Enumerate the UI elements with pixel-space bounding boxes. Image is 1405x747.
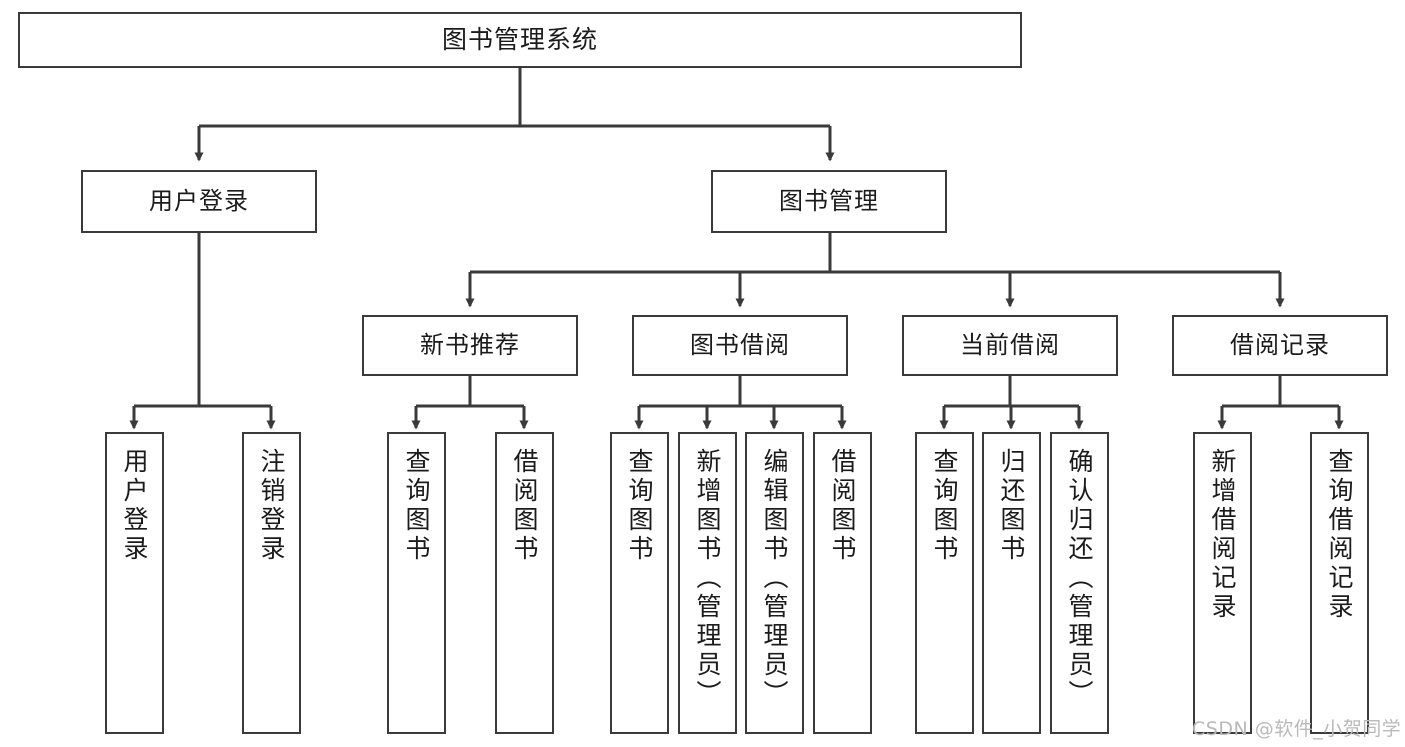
node-new-book-recommend[interactable]: 新书推荐 [362, 315, 578, 376]
leaf-confirm-return-admin[interactable]: 确认归还（管理员） [1050, 432, 1109, 734]
node-label: 查询图书 [625, 448, 654, 564]
node-label: 借阅图书 [828, 448, 857, 564]
node-label: 查询图书 [930, 448, 959, 564]
node-root-book-management-system[interactable]: 图书管理系统 [18, 12, 1022, 68]
node-label: 查询借阅记录 [1325, 448, 1354, 622]
leaf-borrow-book-recommend[interactable]: 借阅图书 [495, 432, 554, 734]
leaf-edit-book-admin[interactable]: 编辑图书（管理员） [745, 432, 804, 734]
node-label: 确认归还（管理员） [1065, 448, 1094, 709]
node-label: 新增借阅记录 [1208, 448, 1237, 622]
node-label: 图书管理 [779, 186, 879, 215]
leaf-add-book-admin[interactable]: 新增图书（管理员） [678, 432, 737, 734]
node-label: 借阅记录 [1230, 330, 1330, 359]
leaf-user-login[interactable]: 用户登录 [105, 432, 164, 734]
leaf-logout[interactable]: 注销登录 [242, 432, 301, 734]
node-label: 用户登录 [120, 448, 149, 564]
watermark-text: CSDN @软件_小贺同学 [1192, 718, 1402, 740]
leaf-query-book-borrow[interactable]: 查询图书 [610, 432, 669, 734]
node-label: 当前借阅 [960, 330, 1060, 359]
leaf-query-book-recommend[interactable]: 查询图书 [387, 432, 446, 734]
node-label: 新书推荐 [420, 330, 520, 359]
leaf-query-borrow-record[interactable]: 查询借阅记录 [1310, 432, 1369, 734]
leaf-return-book[interactable]: 归还图书 [982, 432, 1041, 734]
leaf-query-book-current[interactable]: 查询图书 [915, 432, 974, 734]
node-label: 图书管理系统 [441, 24, 598, 54]
node-label: 查询图书 [402, 448, 431, 564]
node-label: 用户登录 [149, 186, 249, 215]
leaf-borrow-book[interactable]: 借阅图书 [813, 432, 872, 734]
node-label: 借阅图书 [510, 448, 539, 564]
node-user-login[interactable]: 用户登录 [81, 170, 317, 233]
node-borrow-record[interactable]: 借阅记录 [1172, 315, 1388, 376]
node-label: 归还图书 [997, 448, 1026, 564]
node-label: 图书借阅 [690, 330, 790, 359]
node-label: 新增图书（管理员） [693, 448, 722, 709]
node-book-borrow[interactable]: 图书借阅 [632, 315, 848, 376]
node-book-management[interactable]: 图书管理 [711, 170, 947, 233]
node-current-borrow[interactable]: 当前借阅 [902, 315, 1118, 376]
leaf-add-borrow-record[interactable]: 新增借阅记录 [1193, 432, 1252, 734]
node-label: 注销登录 [257, 448, 286, 564]
node-label: 编辑图书（管理员） [760, 448, 789, 709]
